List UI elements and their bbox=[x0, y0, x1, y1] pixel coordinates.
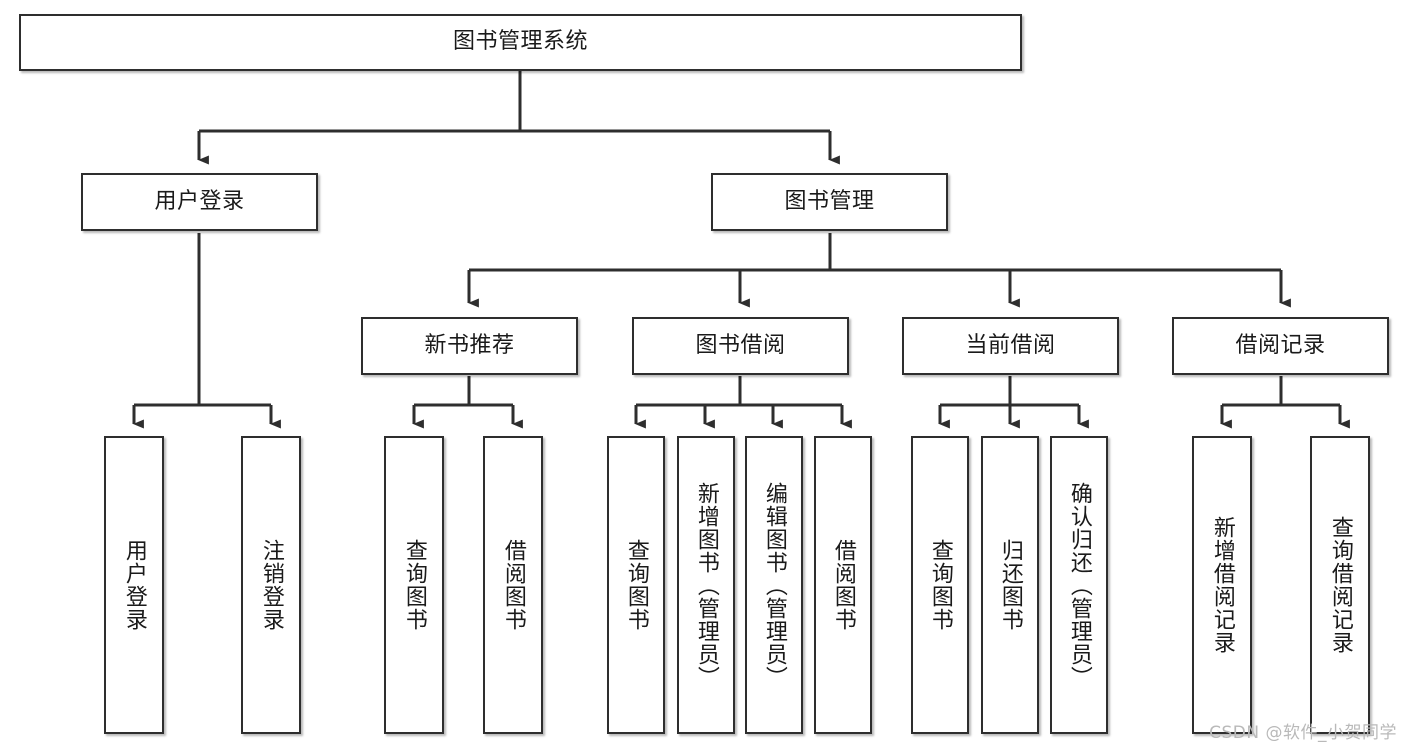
node-label: 新增图书（管理员） bbox=[693, 481, 719, 689]
node-label: 借阅图书 bbox=[830, 539, 856, 631]
leaf-current-borrow-query-books[interactable]: 查询图书 bbox=[911, 436, 969, 734]
leaf-book-borrow-edit-book-admin[interactable]: 编辑图书（管理员） bbox=[745, 436, 803, 734]
leaf-records-query-borrow-record[interactable]: 查询借阅记录 bbox=[1310, 436, 1370, 734]
node-book-borrow[interactable]: 图书借阅 bbox=[632, 317, 849, 375]
node-label: 图书管理系统 bbox=[452, 29, 588, 55]
node-book-management[interactable]: 图书管理 bbox=[711, 173, 948, 231]
node-label: 查询借阅记录 bbox=[1327, 516, 1353, 654]
node-label: 图书管理 bbox=[784, 188, 875, 214]
watermark-csdn: CSDN @软件_小贺同学 bbox=[1209, 723, 1397, 743]
node-label: 查询图书 bbox=[623, 539, 649, 631]
leaf-user-login-login[interactable]: 用户登录 bbox=[104, 436, 164, 734]
node-label: 归还图书 bbox=[997, 539, 1023, 631]
node-label: 用户登录 bbox=[121, 539, 147, 631]
leaf-new-book-query-books[interactable]: 查询图书 bbox=[384, 436, 444, 734]
node-label: 新增借阅记录 bbox=[1209, 516, 1235, 654]
node-label: 查询图书 bbox=[927, 539, 953, 631]
leaf-current-borrow-return-books[interactable]: 归还图书 bbox=[981, 436, 1039, 734]
node-current-borrow[interactable]: 当前借阅 bbox=[902, 317, 1119, 375]
leaf-book-borrow-add-book-admin[interactable]: 新增图书（管理员） bbox=[677, 436, 735, 734]
node-label: 注销登录 bbox=[258, 539, 284, 631]
node-label: 新书推荐 bbox=[424, 332, 515, 358]
leaf-records-add-borrow-record[interactable]: 新增借阅记录 bbox=[1192, 436, 1252, 734]
node-label: 借阅图书 bbox=[500, 539, 526, 631]
leaf-new-book-borrow-books[interactable]: 借阅图书 bbox=[483, 436, 543, 734]
leaf-book-borrow-borrow-books[interactable]: 借阅图书 bbox=[814, 436, 872, 734]
node-label: 图书借阅 bbox=[695, 332, 786, 358]
node-label: 编辑图书（管理员） bbox=[761, 481, 787, 689]
node-label: 借阅记录 bbox=[1235, 332, 1326, 358]
leaf-current-borrow-confirm-return-admin[interactable]: 确认归还（管理员） bbox=[1050, 436, 1108, 734]
node-new-book-recommend[interactable]: 新书推荐 bbox=[361, 317, 578, 375]
node-label: 确认归还（管理员） bbox=[1066, 481, 1092, 689]
node-label: 用户登录 bbox=[154, 188, 245, 214]
node-borrow-records[interactable]: 借阅记录 bbox=[1172, 317, 1389, 375]
leaf-book-borrow-query-books[interactable]: 查询图书 bbox=[607, 436, 665, 734]
node-root-book-management-system[interactable]: 图书管理系统 bbox=[19, 14, 1022, 71]
leaf-user-login-logout[interactable]: 注销登录 bbox=[241, 436, 301, 734]
node-label: 当前借阅 bbox=[965, 332, 1056, 358]
node-label: 查询图书 bbox=[401, 539, 427, 631]
node-user-login[interactable]: 用户登录 bbox=[81, 173, 318, 231]
